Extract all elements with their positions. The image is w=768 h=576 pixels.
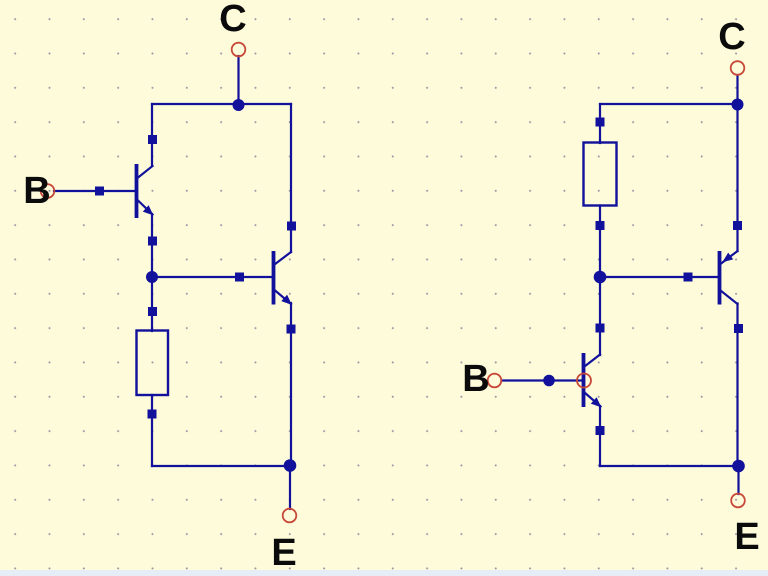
pin-node (595, 426, 605, 435)
junction-dot (283, 459, 297, 472)
terminal-emitter[interactable] (281, 507, 298, 524)
pin-node (286, 324, 296, 334)
terminal-base[interactable] (39, 183, 56, 199)
left-circuit-darlington-pair: C B E (23, 0, 298, 574)
right-circuit-sziklai-pair: C B E (462, 16, 759, 558)
terminal-collector[interactable] (729, 60, 746, 76)
emitter-label: E (271, 532, 296, 574)
npn-arrow-icon (281, 294, 292, 305)
pin-node (95, 186, 104, 196)
junction-dot (732, 459, 745, 473)
collector-label: C (718, 16, 745, 58)
resistor[interactable] (135, 329, 170, 397)
base-pin-circle[interactable] (576, 372, 592, 389)
pin-node (147, 409, 157, 419)
pin-node (235, 272, 244, 282)
window-edge-strip (0, 570, 768, 576)
transistor-q1-npn[interactable] (134, 164, 155, 218)
pin-node (148, 135, 157, 144)
transistor-q1-npn[interactable] (581, 352, 603, 409)
pin-node (683, 272, 693, 282)
transistor-q2-npn[interactable] (271, 250, 293, 306)
transistor-collector-leg (272, 250, 293, 267)
pin-node (287, 221, 296, 231)
transistor-collector-leg (718, 288, 740, 306)
collector-label: C (219, 0, 246, 40)
pin-node (595, 323, 605, 333)
base-label: B (462, 358, 489, 400)
pin-node (595, 221, 605, 230)
terminal-collector[interactable] (230, 41, 247, 58)
npn-arrow-icon (142, 205, 154, 216)
pin-node (148, 236, 157, 246)
junction-dot (731, 98, 744, 111)
pnp-arrow-icon (722, 252, 734, 263)
transistor-q2-pnp[interactable] (717, 249, 740, 306)
junction-dot (543, 374, 555, 387)
junction-dot (593, 270, 607, 284)
junction-dot (232, 99, 245, 111)
emitter-label: E (734, 516, 759, 558)
npn-arrow-icon (590, 397, 602, 408)
pin-node (733, 221, 742, 230)
terminal-base[interactable] (486, 372, 503, 389)
pin-node (734, 324, 743, 333)
pin-node (148, 307, 157, 316)
transistor-collector-leg (582, 352, 602, 369)
pin-node (595, 117, 605, 127)
base-label: B (23, 170, 50, 212)
junction-dot (146, 271, 158, 283)
resistor[interactable] (582, 141, 618, 207)
transistor-collector-leg (135, 164, 155, 180)
terminal-emitter[interactable] (730, 492, 746, 509)
